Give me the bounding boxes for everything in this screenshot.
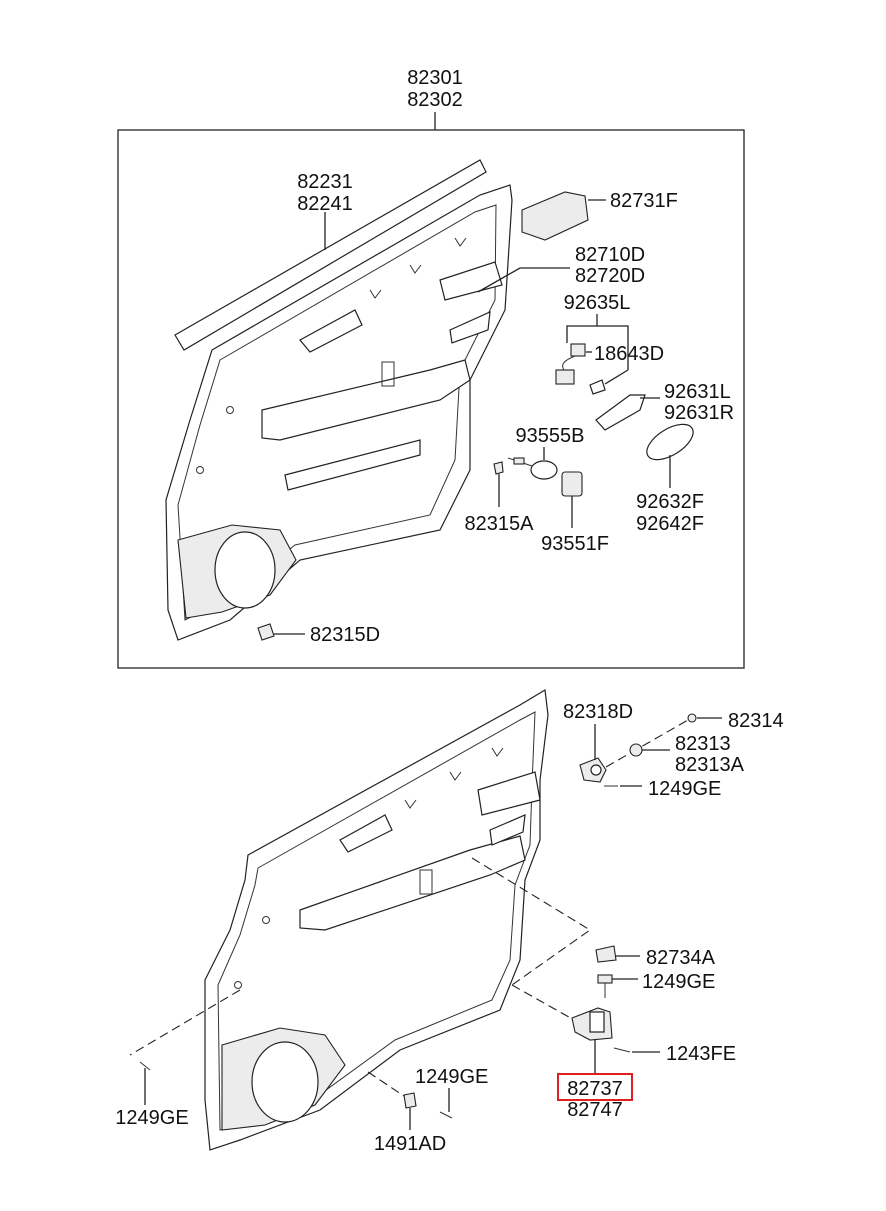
label-clip-a: 82315A — [465, 513, 535, 535]
weatherstrip — [174, 159, 487, 351]
lamp-harness — [555, 343, 586, 385]
screw-right-part — [439, 1111, 453, 1119]
label-bulb: 18643D — [594, 343, 664, 365]
label-fastener: 1491AD — [374, 1133, 446, 1155]
label-bolt: 1243FE — [666, 1043, 736, 1065]
label-screw-mid: 1249GE — [642, 971, 715, 993]
label-switch-cover: 93551F — [541, 533, 609, 555]
label-bracket-a: 82737 — [567, 1078, 623, 1100]
fastener-part — [403, 1092, 417, 1109]
switch-part — [507, 457, 558, 480]
label-clip-d: 82315D — [310, 624, 380, 646]
label-lamp-harness: 92635L — [564, 292, 631, 314]
screw-left-part — [139, 1061, 151, 1071]
assembly-frame — [117, 129, 745, 669]
screw-mid-part — [597, 974, 613, 998]
highlight-box — [557, 1073, 633, 1101]
switch-cover-part — [561, 471, 583, 497]
clip-part — [493, 461, 504, 475]
label-lens-a: 92631L — [664, 381, 731, 403]
bracket-part — [571, 1007, 613, 1041]
label-weatherstrip-b: 82241 — [297, 193, 353, 215]
label-cap: 82734A — [646, 947, 716, 969]
label-screw-left: 1249GE — [115, 1107, 188, 1129]
lamp-lens-part — [646, 423, 694, 461]
label-nut-a: 82313 — [675, 733, 731, 755]
label-screw-right: 1249GE — [415, 1066, 488, 1088]
label-armrest-b: 82720D — [575, 265, 645, 287]
label-nut-b: 82313A — [675, 754, 745, 776]
nut-part — [629, 743, 643, 757]
clip-d-part — [257, 623, 275, 641]
bottom-door-trim-panel — [204, 689, 549, 1151]
label-screw-top: 1249GE — [648, 778, 721, 800]
label-bracket-b: 82747 — [567, 1099, 623, 1121]
label-assembly-a: 82301 — [407, 67, 463, 89]
bulb-part — [589, 379, 606, 395]
label-assembly-b: 82302 — [407, 89, 463, 111]
bolt-part — [613, 1047, 631, 1053]
label-cover: 82731F — [610, 190, 678, 212]
retainer-part — [579, 757, 607, 783]
cover-part — [521, 191, 589, 241]
label-retainer: 82318D — [563, 701, 633, 723]
top-door-trim-panel — [165, 184, 513, 641]
lens-part — [595, 394, 646, 431]
label-lens-b: 92631R — [664, 402, 734, 424]
cap-part — [595, 945, 617, 963]
label-switch: 93555B — [516, 425, 585, 447]
label-weatherstrip-a: 82231 — [297, 171, 353, 193]
label-armrest-a: 82710D — [575, 244, 645, 266]
label-lamp-lens-a: 92632F — [636, 491, 704, 513]
label-grommet: 82314 — [728, 710, 784, 732]
grommet-part — [687, 713, 697, 723]
label-lamp-lens-b: 92642F — [636, 513, 704, 535]
